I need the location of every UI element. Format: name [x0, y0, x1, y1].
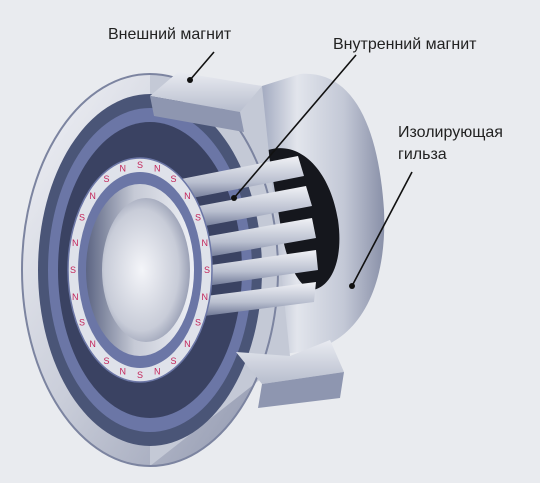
insulating-sleeve-label: Изолирующая гильза	[398, 122, 503, 166]
leader-lines	[187, 51, 413, 289]
pole-letter: S	[195, 318, 201, 328]
inner-magnet-bars	[176, 156, 318, 316]
pole-letter: S	[195, 213, 201, 223]
pole-letter: S	[103, 356, 109, 366]
outer-magnet-leader-dot	[187, 77, 193, 83]
pole-letter: N	[72, 238, 79, 248]
pole-letter: S	[70, 265, 76, 275]
pole-letter: S	[79, 213, 85, 223]
sleeve-leader-dot	[349, 283, 355, 289]
pole-letter: N	[154, 366, 161, 376]
insulating-sleeve-label-line2: гильза	[398, 146, 447, 163]
pole-letter: N	[201, 238, 208, 248]
sleeve-leader	[351, 171, 413, 287]
pole-letter: N	[119, 366, 126, 376]
pole-letter: N	[72, 292, 79, 302]
pole-letter: N	[184, 191, 191, 201]
pole-letter: S	[79, 318, 85, 328]
inner-magnet-leader-dot	[231, 195, 237, 201]
pole-letter: S	[137, 160, 143, 170]
pole-letter: N	[154, 164, 161, 174]
pole-letter: N	[184, 339, 191, 349]
shaft-bore	[86, 184, 194, 356]
insulating-sleeve-label-line1: Изолирующая	[398, 124, 503, 141]
pole-letter: N	[201, 292, 208, 302]
outer-magnet-label: Внешний магнит	[108, 26, 232, 43]
pole-letter: N	[89, 339, 96, 349]
outer-magnet-cutaway-bottom	[236, 340, 344, 408]
pole-letter: S	[103, 174, 109, 184]
pole-letter: N	[119, 164, 126, 174]
outer-magnet-cutaway-top	[150, 72, 262, 132]
pole-letter: S	[204, 265, 210, 275]
pole-letter: N	[89, 191, 96, 201]
outer-magnet-leader	[189, 51, 215, 81]
inner-magnet-label: Внутренний магнит	[333, 36, 477, 53]
pole-letter: S	[170, 356, 176, 366]
inner-magnet-leader	[233, 54, 357, 199]
pole-letter: S	[170, 174, 176, 184]
pole-letter: S	[137, 370, 143, 380]
